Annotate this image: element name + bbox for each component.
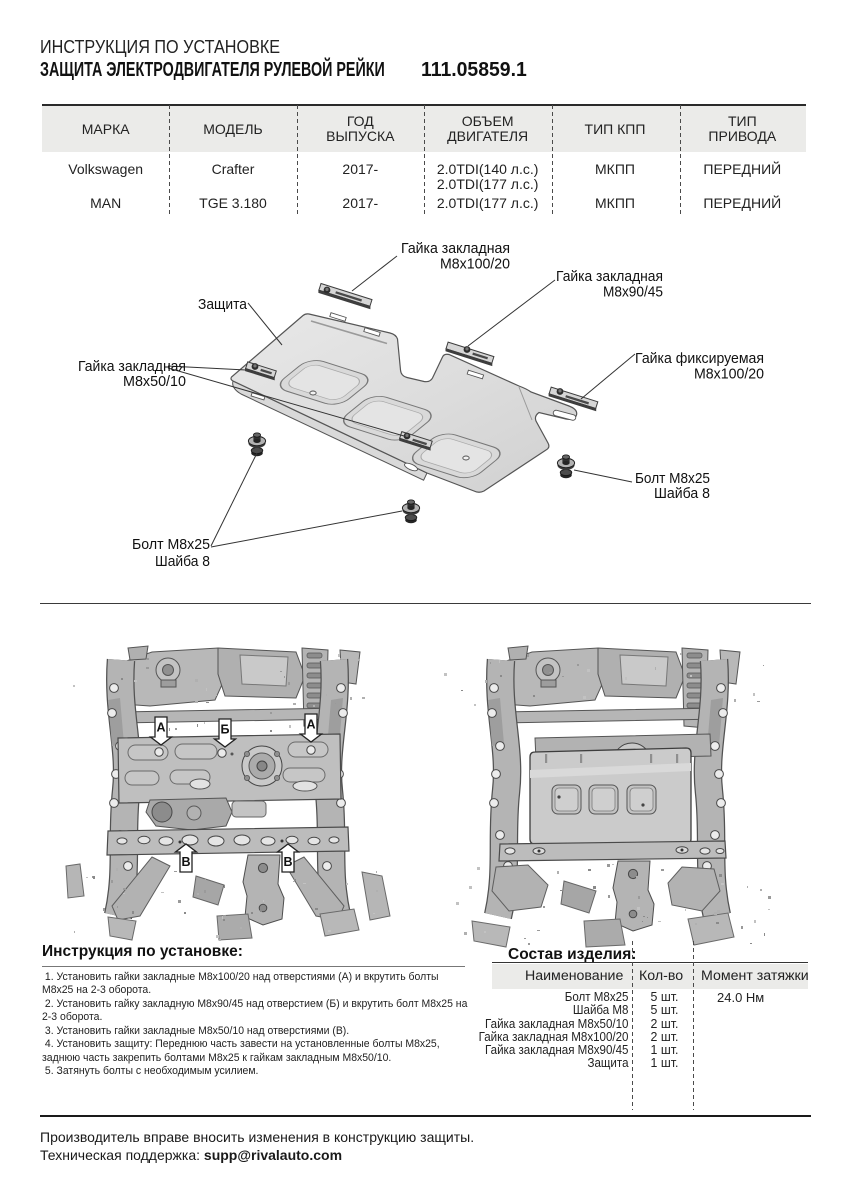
svg-text:А: А xyxy=(306,718,315,732)
svg-text:Шайба 8: Шайба 8 xyxy=(654,485,710,502)
svg-text:М8х50/10: М8х50/10 xyxy=(123,373,186,390)
svg-text:Б: Б xyxy=(221,723,230,737)
svg-text:М8х90/45: М8х90/45 xyxy=(603,284,663,301)
svg-text:М8х100/20: М8х100/20 xyxy=(694,366,764,383)
svg-text:Болт М8х25: Болт М8х25 xyxy=(132,536,210,553)
svg-text:Шайба 8: Шайба 8 xyxy=(155,553,210,570)
svg-text:В: В xyxy=(181,855,190,869)
svg-text:А: А xyxy=(156,721,165,735)
svg-text:Гайка закладная: Гайка закладная xyxy=(401,240,510,257)
svg-text:М8х100/20: М8х100/20 xyxy=(440,256,510,273)
svg-text:Гайка фиксируемая: Гайка фиксируемая xyxy=(635,350,764,367)
svg-text:Гайка закладная: Гайка закладная xyxy=(556,268,663,285)
svg-text:Защита: Защита xyxy=(198,296,248,313)
svg-text:Гайка закладная: Гайка закладная xyxy=(78,358,186,375)
svg-text:Болт М8х25: Болт М8х25 xyxy=(635,470,710,487)
svg-text:В: В xyxy=(283,855,292,869)
